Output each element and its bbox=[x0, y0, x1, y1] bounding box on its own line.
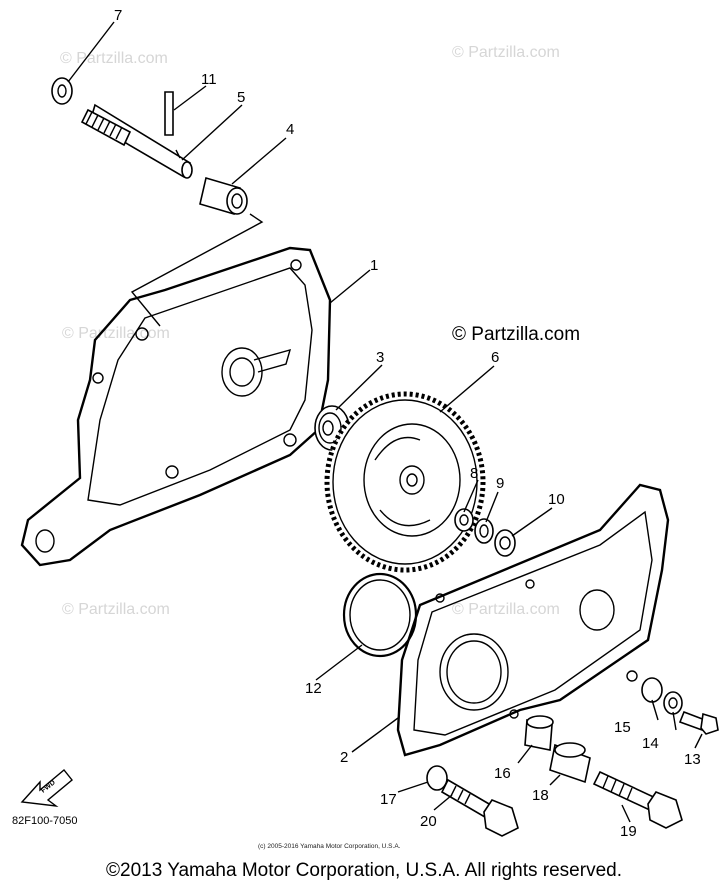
part-16-dowel bbox=[524, 715, 554, 751]
callout-4: 4 bbox=[286, 121, 294, 138]
part-9-washer bbox=[474, 518, 494, 544]
part-20-bolt bbox=[440, 778, 519, 837]
part-6-gear bbox=[324, 391, 486, 573]
callout-3: 3 bbox=[376, 349, 384, 366]
callout-2: 2 bbox=[340, 749, 348, 766]
callout-20: 20 bbox=[420, 813, 437, 830]
part-17-collar bbox=[426, 765, 448, 791]
callout-12: 12 bbox=[305, 680, 322, 697]
callout-17: 17 bbox=[380, 791, 397, 808]
fwd-arrow-icon: FWD bbox=[20, 769, 73, 807]
callout-15: 15 bbox=[614, 719, 631, 736]
part-10-washer bbox=[494, 529, 516, 557]
callout-10: 10 bbox=[548, 491, 565, 508]
callout-16: 16 bbox=[494, 765, 511, 782]
part-4-bushing bbox=[199, 176, 248, 216]
part-12-o-ring bbox=[342, 572, 418, 658]
watermark: © Partzilla.com bbox=[452, 44, 560, 61]
part-19-bolt bbox=[592, 770, 683, 829]
part-7-washer bbox=[51, 77, 73, 105]
part-15-washer bbox=[641, 677, 663, 703]
watermark: © Partzilla.com bbox=[62, 601, 170, 618]
watermark-dark: © Partzilla.com bbox=[452, 324, 580, 345]
part-5-worm-shaft bbox=[80, 103, 193, 179]
callout-9: 9 bbox=[496, 475, 504, 492]
diagram-part-code: 82F100-7050 bbox=[12, 815, 77, 827]
leader-lines bbox=[67, 21, 703, 823]
small-copyright: (c) 2005-2016 Yamaha Motor Corporation, … bbox=[258, 843, 401, 850]
part-8-washer bbox=[454, 508, 474, 532]
callout-5: 5 bbox=[237, 89, 245, 106]
assembly-bracket bbox=[130, 213, 264, 327]
callout-8: 8 bbox=[470, 465, 478, 482]
callout-7: 7 bbox=[114, 7, 122, 24]
callout-14: 14 bbox=[642, 735, 659, 752]
watermark: © Partzilla.com bbox=[62, 325, 170, 342]
callout-13: 13 bbox=[684, 751, 701, 768]
callout-6: 6 bbox=[491, 349, 499, 366]
watermark: © Partzilla.com bbox=[60, 50, 168, 67]
watermark: © Partzilla.com bbox=[452, 601, 560, 618]
part-13-bolt bbox=[678, 710, 719, 735]
callout-11: 11 bbox=[201, 71, 217, 88]
part-18-spacer bbox=[549, 742, 591, 784]
part-14-washer bbox=[663, 691, 683, 715]
footer-copyright: ©2013 Yamaha Motor Corporation, U.S.A. A… bbox=[106, 860, 622, 881]
callout-1: 1 bbox=[370, 257, 378, 274]
part-11-pin bbox=[164, 91, 174, 136]
callout-18: 18 bbox=[532, 787, 549, 804]
part-1-housing bbox=[20, 246, 332, 567]
callout-19: 19 bbox=[620, 823, 637, 840]
part-2-cover bbox=[396, 483, 670, 757]
